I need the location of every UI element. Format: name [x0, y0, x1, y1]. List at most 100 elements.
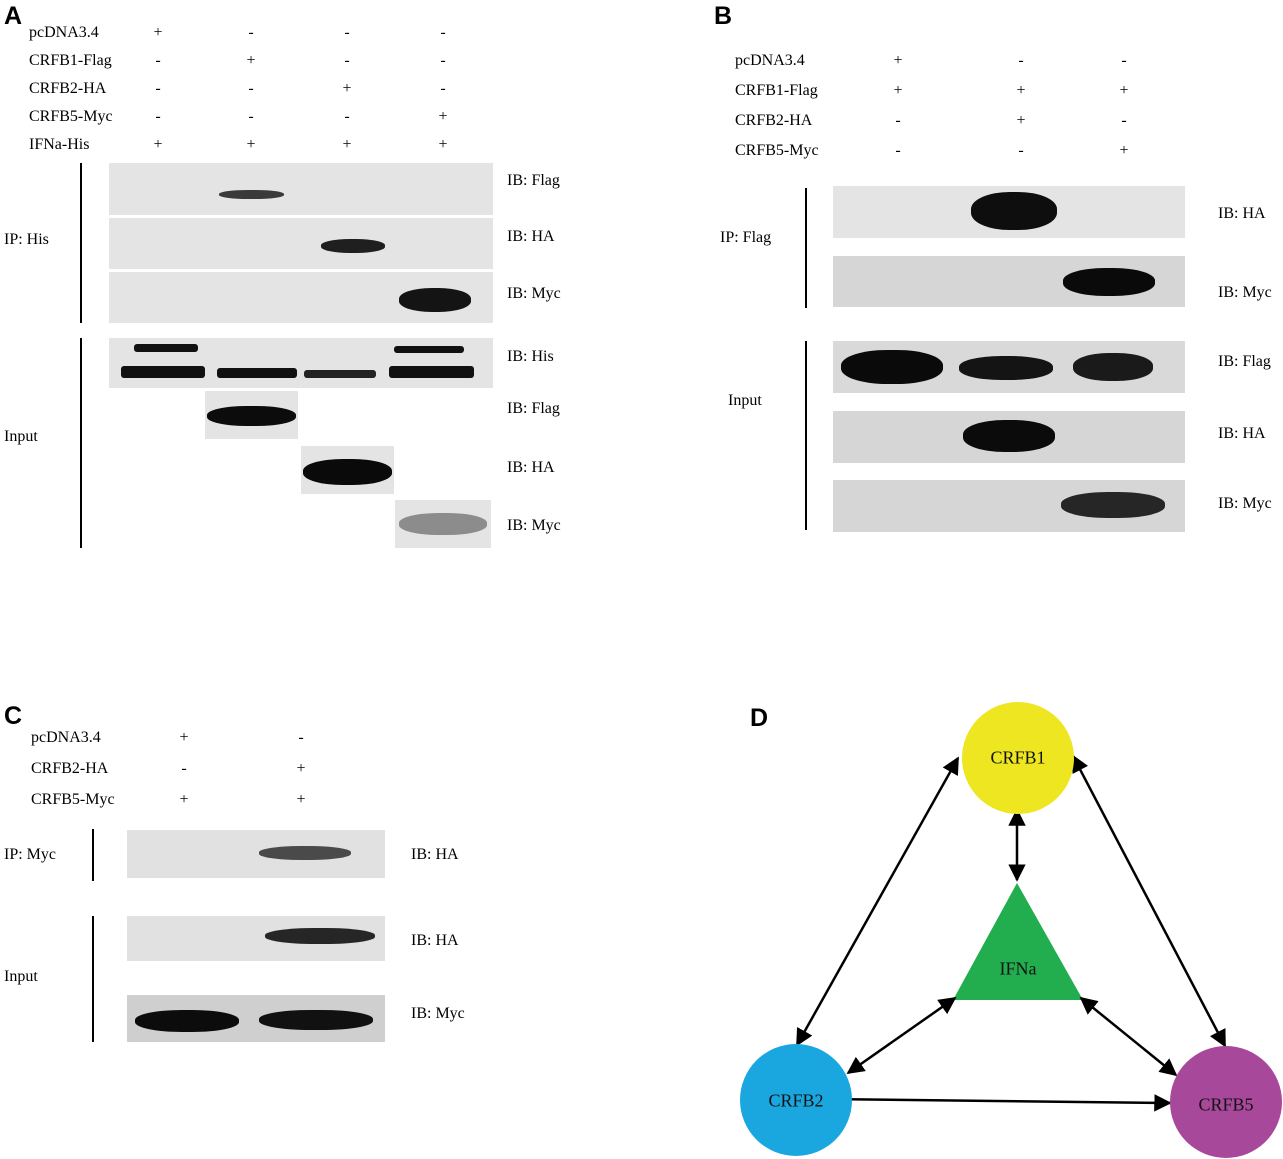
- blot-input-ha: [833, 411, 1185, 463]
- lane-sign: -: [1121, 112, 1127, 129]
- edge-ifna-crfb2: [846, 996, 957, 1075]
- ib-label: IB: Flag: [507, 400, 560, 417]
- lane-sign: +: [179, 791, 189, 808]
- lane-sign: +: [246, 52, 256, 69]
- lane-sign: +: [893, 52, 903, 69]
- ip-bracket: [80, 163, 82, 323]
- lane-sign: -: [1018, 142, 1024, 159]
- panel-a-row-label: IFNa-His: [29, 136, 90, 153]
- lane-sign: -: [248, 80, 254, 97]
- input-bracket: [80, 338, 82, 548]
- blot-band: [963, 420, 1055, 452]
- ib-label: IB: His: [507, 348, 554, 365]
- panel-b-row-label: CRFB1-Flag: [735, 82, 818, 99]
- ib-label: IB: Flag: [1218, 353, 1271, 370]
- ib-label: IB: Flag: [507, 172, 560, 189]
- ib-label: IB: Myc: [507, 285, 561, 302]
- panel-b-row-label: CRFB2-HA: [735, 112, 813, 129]
- lane-sign: -: [344, 24, 350, 41]
- panel-a-row-label: pcDNA3.4: [29, 24, 99, 41]
- ib-label: IB: HA: [1218, 425, 1266, 442]
- ib-label: IB: Myc: [507, 517, 561, 534]
- panel-d-label: D: [750, 704, 769, 732]
- crfb5-node: [1170, 1046, 1282, 1158]
- lane-sign: +: [179, 729, 189, 746]
- edge-crfb2-crfb5: [822, 1090, 1172, 1112]
- blot-band: [1063, 268, 1155, 296]
- edge-ifna-crfb5: [1079, 996, 1178, 1077]
- input-label: Input: [4, 968, 38, 985]
- lane-sign: +: [342, 80, 352, 97]
- lane-sign: -: [248, 24, 254, 41]
- panel-a-label: A: [4, 2, 23, 30]
- lane-sign: -: [344, 52, 350, 69]
- lane-sign: -: [440, 52, 446, 69]
- ifna-node-triangle: [953, 883, 1083, 1000]
- blot-ip-myc: [109, 272, 493, 323]
- lane-sign: -: [440, 80, 446, 97]
- lane-sign: -: [440, 24, 446, 41]
- blot-ip-flag: [109, 163, 493, 215]
- panel-a-row-label: CRFB2-HA: [29, 80, 107, 97]
- lane-sign: -: [181, 760, 187, 777]
- lane-sign: +: [296, 791, 306, 808]
- lane-sign: +: [438, 108, 448, 125]
- lane-sign: +: [342, 136, 352, 153]
- lane-sign: +: [1016, 82, 1026, 99]
- blot-band: [259, 1010, 373, 1030]
- lane-sign: -: [344, 108, 350, 125]
- lane-sign: -: [248, 108, 254, 125]
- ip-label: IP: Myc: [4, 846, 56, 863]
- ib-label: IB: Myc: [411, 1005, 465, 1022]
- blot-input-myc: [833, 480, 1185, 532]
- blot-band: [259, 846, 351, 860]
- panel-c-label: C: [4, 702, 23, 730]
- crfb2-node: [740, 1044, 852, 1156]
- blot-band: [134, 344, 198, 352]
- blot-band: [219, 190, 284, 199]
- blot-band: [959, 356, 1053, 380]
- panel-a-row-label: CRFB1-Flag: [29, 52, 112, 69]
- lane-sign: -: [155, 52, 161, 69]
- lane-sign: -: [155, 80, 161, 97]
- ib-label: IB: HA: [411, 932, 459, 949]
- blot-input-ha: [127, 916, 385, 961]
- ip-label: IP: His: [4, 231, 49, 248]
- ip-bracket: [805, 188, 807, 308]
- lane-sign: -: [895, 112, 901, 129]
- lane-sign: -: [895, 142, 901, 159]
- edge-crfb1-crfb5: [1071, 754, 1227, 1048]
- panel-c-row-label: pcDNA3.4: [31, 729, 101, 746]
- crfb1-node: [962, 702, 1074, 814]
- input-label: Input: [728, 392, 762, 409]
- blot-input-flag: [205, 391, 298, 439]
- lane-sign: +: [153, 136, 163, 153]
- lane-sign: -: [298, 729, 304, 746]
- blot-input-myc: [395, 500, 491, 548]
- blot-band: [304, 370, 376, 378]
- blot-band: [121, 366, 205, 378]
- input-bracket: [92, 916, 94, 1042]
- input-label: Input: [4, 428, 38, 445]
- lane-sign: +: [153, 24, 163, 41]
- edge-crfb1-crfb2: [795, 756, 960, 1047]
- lane-sign: -: [1121, 52, 1127, 69]
- blot-band: [1061, 492, 1165, 518]
- blot-band: [394, 346, 464, 353]
- blot-band: [217, 368, 297, 378]
- ib-label: IB: HA: [411, 846, 459, 863]
- blot-band: [399, 513, 487, 535]
- blot-band: [135, 1010, 239, 1032]
- lane-sign: -: [155, 108, 161, 125]
- lane-sign: +: [1119, 142, 1129, 159]
- lane-sign: +: [296, 760, 306, 777]
- ib-label: IB: HA: [507, 459, 555, 476]
- ifna-node-label: IFNa: [999, 958, 1037, 979]
- panel-b-row-label: CRFB5-Myc: [735, 142, 819, 159]
- blot-ip-myc: [833, 256, 1185, 307]
- ib-label: IB: Myc: [1218, 495, 1272, 512]
- lane-sign: +: [246, 136, 256, 153]
- panel-b-row-label: pcDNA3.4: [735, 52, 805, 69]
